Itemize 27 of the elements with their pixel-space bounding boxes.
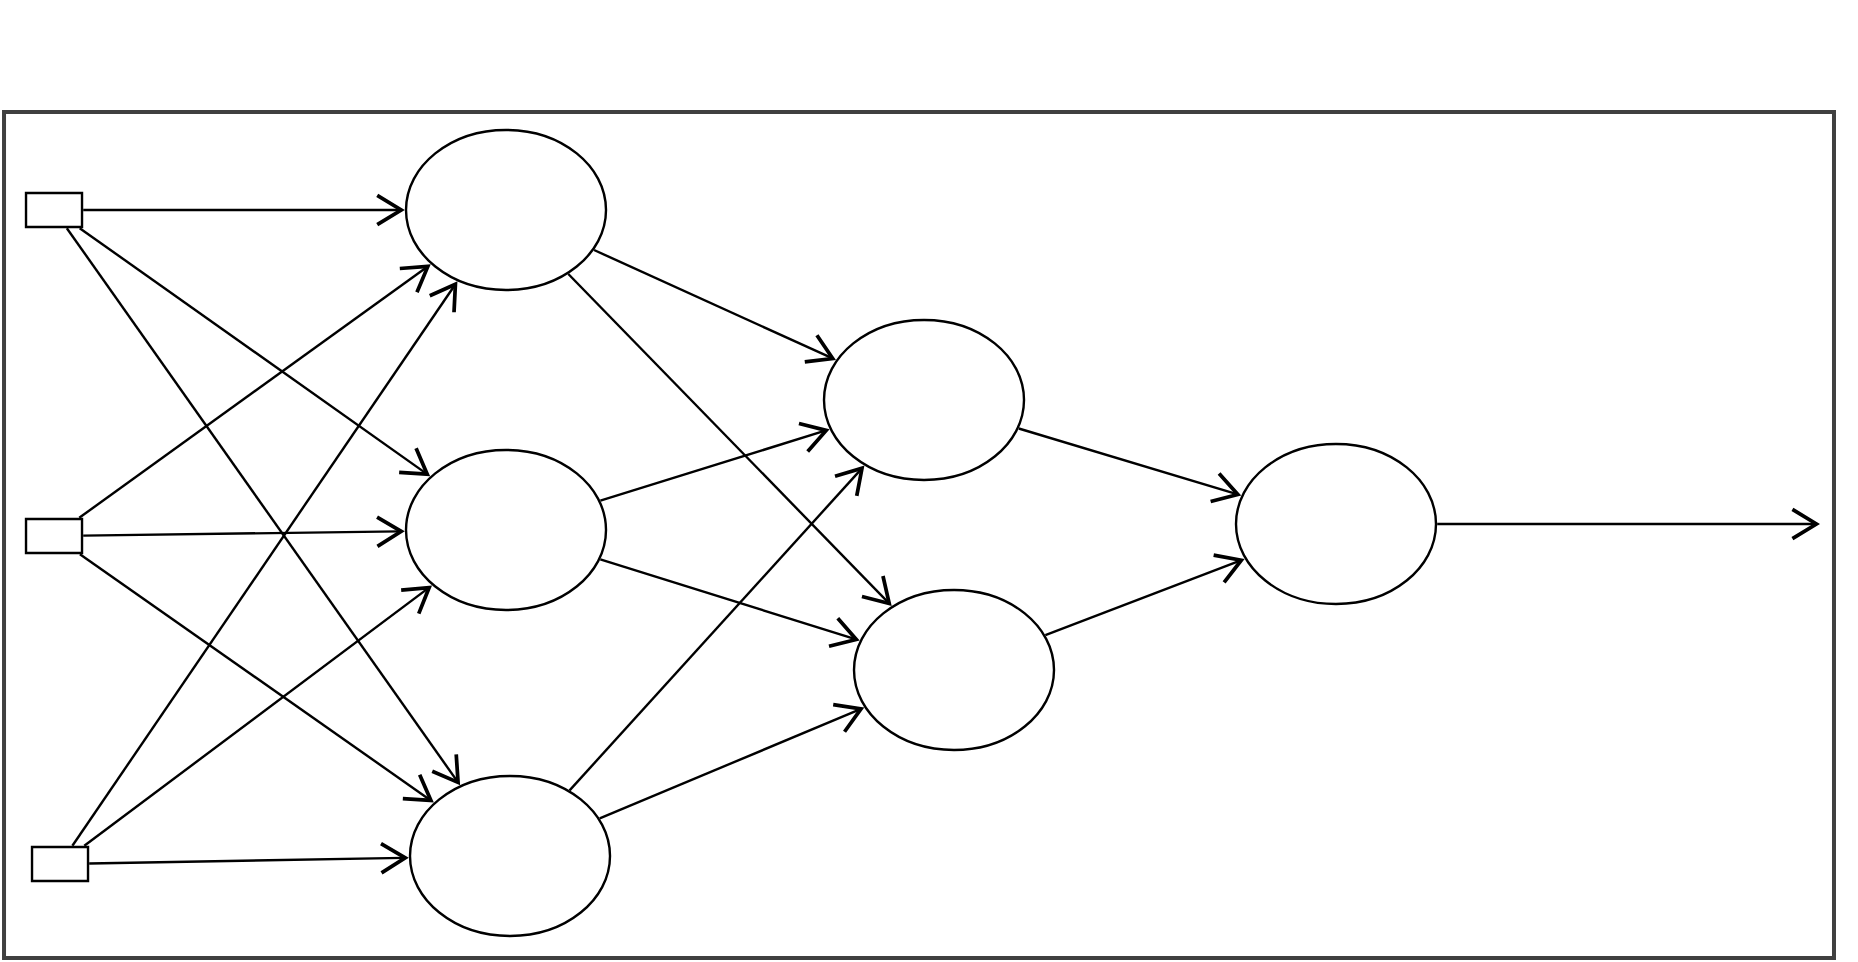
neuron-circle (408, 774, 612, 938)
arrow (79, 227, 431, 477)
arrow (599, 558, 860, 649)
arrow (599, 702, 865, 820)
neuron-circle (404, 128, 608, 292)
input-box (30, 845, 90, 883)
arrow (567, 273, 892, 606)
arrow (89, 842, 409, 875)
arrow (83, 585, 433, 847)
arrow (1018, 427, 1242, 504)
neuron-circle (1234, 442, 1438, 606)
arrow (83, 515, 405, 548)
arrow (1044, 553, 1245, 637)
arrow (600, 421, 830, 502)
arrow (1437, 507, 1820, 541)
arrow (83, 193, 405, 227)
neuron-circle (822, 318, 1026, 482)
input-box (24, 191, 84, 229)
arrow (568, 465, 865, 792)
neuron-circle (404, 448, 608, 612)
arrow (79, 553, 434, 803)
arrow (71, 281, 458, 847)
input-box (24, 517, 84, 555)
arrow (593, 248, 836, 364)
arrow (65, 227, 461, 786)
neuron-circle (852, 588, 1056, 752)
arrow (78, 264, 431, 519)
